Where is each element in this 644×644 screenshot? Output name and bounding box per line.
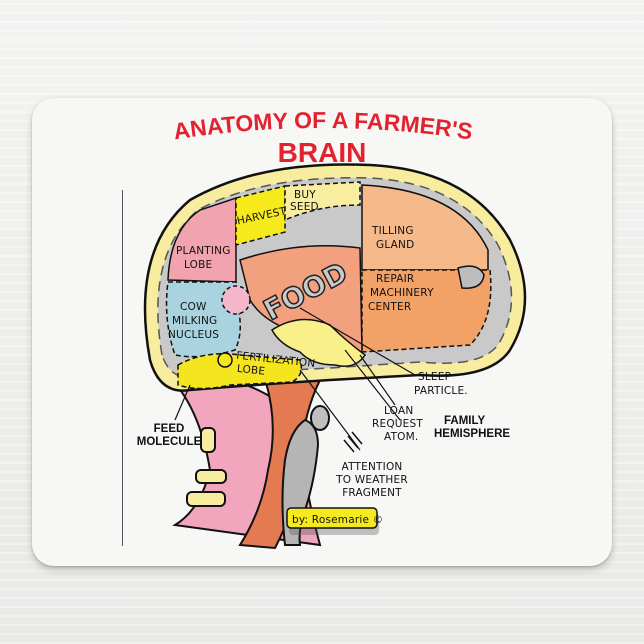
- title-line2: BRAIN: [278, 137, 367, 168]
- vertebra-knob: [310, 405, 330, 431]
- planting-lobe-region: [167, 196, 237, 283]
- repair-machinery-region: [361, 269, 492, 353]
- leader-feed: [174, 384, 191, 421]
- harvest-region: [235, 185, 286, 246]
- fertilization-lobe-region: [177, 353, 303, 390]
- signature-text: by: Rosemarie ©: [292, 514, 383, 526]
- guide-line: [122, 190, 123, 546]
- bone-3: [186, 491, 226, 507]
- fertilization-node: [217, 352, 233, 368]
- tilling-gland-region: [361, 184, 489, 271]
- bone-1: [200, 427, 216, 453]
- buy-seed-region: [284, 181, 361, 222]
- leader-loan: [359, 354, 396, 406]
- arrow-fletching-icon: [343, 431, 363, 453]
- leader-family: [344, 349, 401, 421]
- pink-node: [221, 285, 251, 315]
- signature-box: [286, 507, 378, 529]
- leader-sleep: [299, 307, 416, 376]
- bone-2: [195, 469, 227, 484]
- leader-weather: [299, 369, 361, 451]
- ventricle-right: [457, 265, 485, 289]
